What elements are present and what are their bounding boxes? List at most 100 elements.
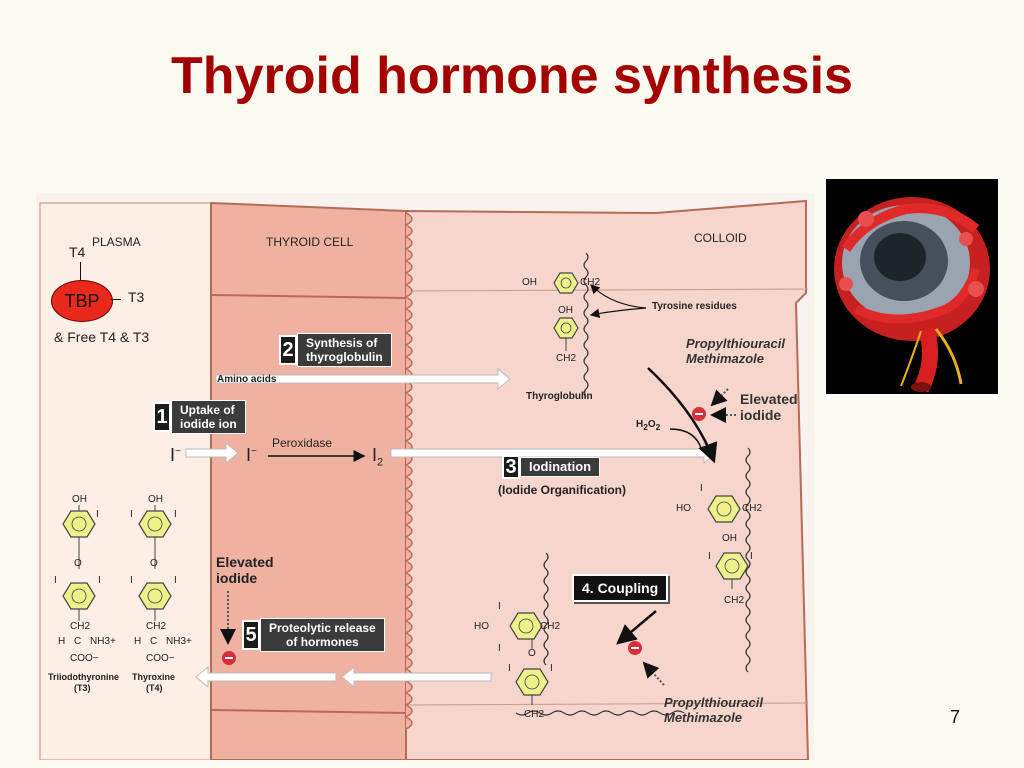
chem-oh: OH [148,494,163,505]
colloid-region [405,199,810,760]
colloid-band-bottom [405,702,809,706]
chem-ch2: CH2 [524,709,545,720]
chem-i: I [174,575,177,586]
chem-i: I [550,663,553,674]
t3-label: T3 [128,289,145,305]
arrow-iodide-uptake [185,441,239,465]
inhibitor-icon [692,407,706,421]
benzene-rings [62,272,749,696]
t4-label: T4 [69,244,86,260]
amino-acids-label: Amino acids [217,374,277,385]
tyrosine-pointer-2 [589,307,647,319]
t4-bond [80,262,81,280]
h2o2-arrow [669,428,703,452]
tyrosine-residues-label: Tyrosine residues [652,301,737,312]
h2o2-label: H2O2 [636,419,661,432]
step-number: 2 [279,335,297,365]
arrow-amino-acids [215,367,511,391]
colloid-band-top [405,288,809,292]
inhibitor-icon [628,641,642,655]
chem-ch2: CH2 [724,595,745,606]
peroxidase-label: Peroxidase [272,436,333,450]
step-number: 1 [153,402,171,432]
chem-oh: OH [722,533,737,544]
chem-i: I [130,509,133,520]
arrow-hormone-release [195,665,492,689]
iodide-plasma-charge: − [175,446,181,457]
step-number: 3 [502,455,520,479]
chem-i: I [174,509,177,520]
free-hormones-label: & Free T4 & T3 [54,329,150,345]
plasma-region [39,202,212,760]
ring-inner-circles [71,277,740,690]
cell-membrane-top [210,294,407,299]
chem-coo: COO− [146,653,175,664]
iodide-cell-charge: − [251,446,257,457]
iodide-organification-label: (Iodide Organification) [498,483,626,497]
chem-oh: OH [558,305,573,316]
chem-o: O [74,558,82,569]
t4-abbr-label: (T4) [146,683,163,693]
chem-i: I [750,551,753,562]
t3-abbr-label: (T3) [74,683,91,693]
chem-i: I [508,663,511,674]
chem-ho: HO [474,621,489,632]
inhibitor-icon [222,651,236,665]
tbp-protein: TBP [51,280,113,322]
chem-i: I [54,575,57,586]
chem-i: I [498,643,501,654]
chem-i: I [130,575,133,586]
step-3-iodination: 3 Iodination [502,455,601,479]
colloid-label: COLLOID [694,231,747,245]
page-number: 7 [950,707,961,727]
ring-bonds [78,338,733,705]
chem-i: I [700,483,703,494]
chem-oh: OH [72,494,87,505]
chem-i: I [96,509,99,520]
step-number: 5 [242,620,260,650]
chem-nh3: NH3+ [90,636,116,647]
iodide-cell: I− [246,445,257,465]
chem-coo: COO− [70,653,99,664]
chem-h: H [58,636,66,647]
chem-c: C [150,636,158,647]
thyroglobulin-chain-bottom [515,552,685,716]
step-text: Iodination [520,457,601,477]
chem-ch2: CH2 [70,621,91,632]
chem-ch2: CH2 [556,353,577,364]
coupling-arrow [616,610,657,645]
step-4-coupling: 4. Coupling [572,574,669,602]
slide-title: Thyroid hormone synthesis [171,47,853,105]
diagram-panel: PLASMA THYROID CELL COLLOID Amino acids … [36,193,814,760]
chem-c: C [74,636,82,647]
microvilli-border [404,212,413,730]
plasma-label: PLASMA [92,235,141,249]
follicle-illustration [834,197,990,393]
chem-nh3: NH3+ [166,636,192,647]
chem-o: O [528,648,536,659]
chem-oh: OH [522,277,537,288]
thyroglobulin-chain-mid [745,447,751,673]
thyroglobulin-label: Thyroglobulin [526,391,593,402]
chem-i: I [498,601,501,612]
chem-h: H [134,636,142,647]
chem-i: I [98,575,101,586]
iodine-label: I2 [372,445,384,469]
chem-o: O [150,558,158,569]
triiodothyronine-label: Triiodothyronine [48,672,119,682]
thyroglobulin-chain-top [583,252,589,398]
thyroid-cell-label: THYROID CELL [266,235,354,249]
chem-i: I [708,551,711,562]
thyroid-follicle-image [826,179,998,394]
chem-ch2: CH2 [742,503,763,514]
